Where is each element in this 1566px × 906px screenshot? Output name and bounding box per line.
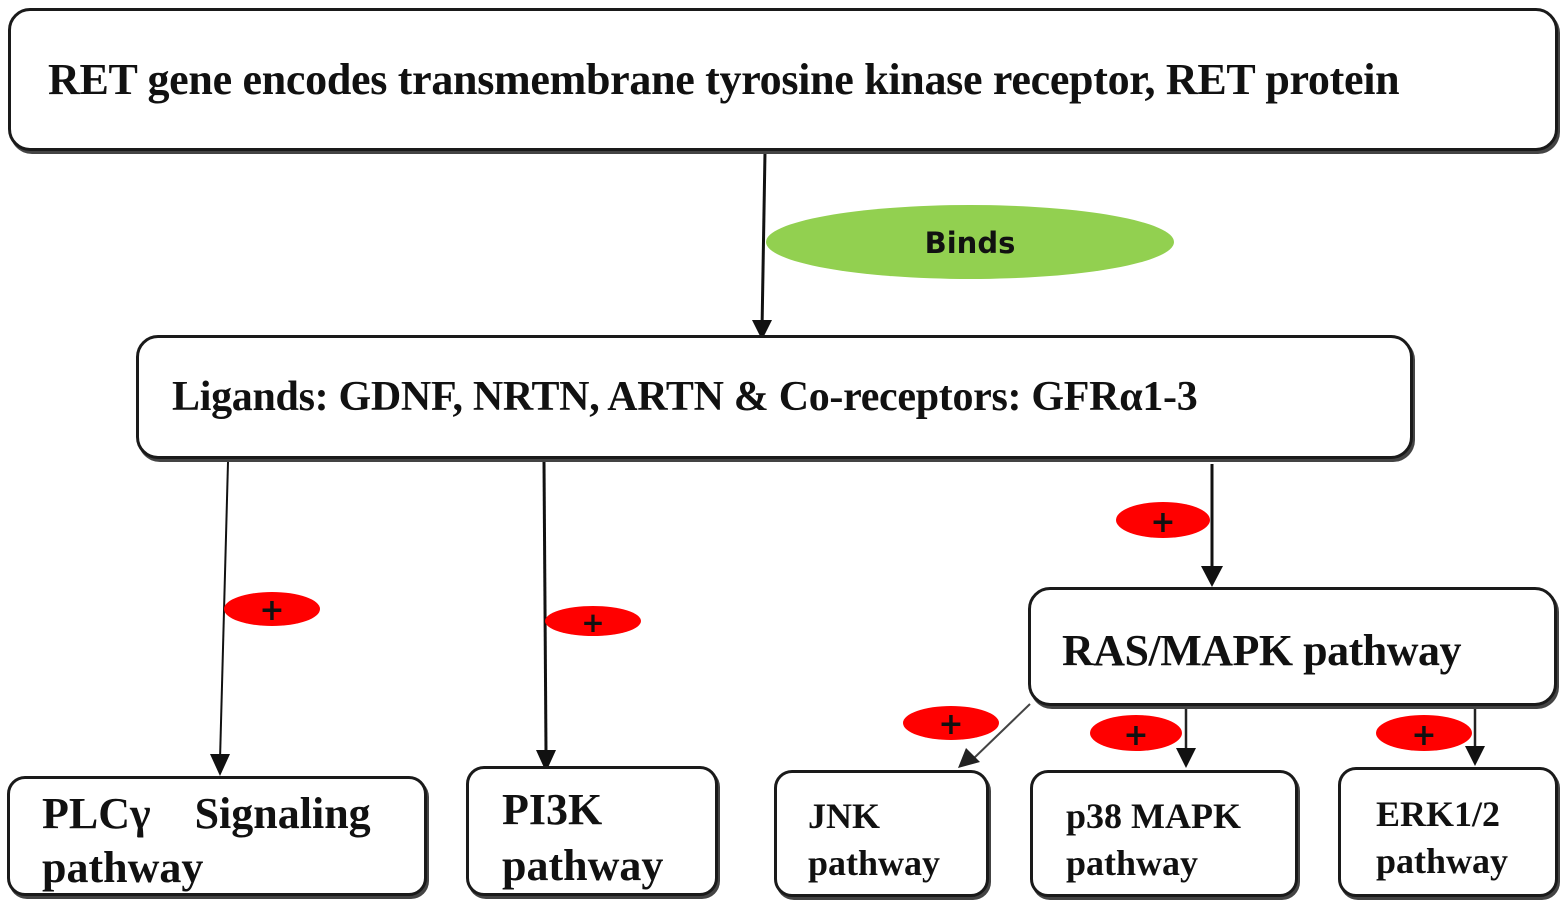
- node-jnk: [774, 770, 989, 897]
- binds-text: Binds: [925, 226, 1016, 260]
- node-p38-mapk: [1030, 770, 1298, 897]
- node-ligands: [136, 335, 1413, 459]
- arrowhead-erk: [1465, 746, 1485, 766]
- node-ligands-label: Ligands: GDNF, NRTN, ARTN & Co-receptors…: [172, 374, 1198, 420]
- node-p38-mapk-line1: p38 MAPK: [1066, 796, 1241, 836]
- arrowhead-jnk: [958, 748, 980, 768]
- node-erk: [1338, 767, 1558, 897]
- activation-badge-erk: +: [1376, 715, 1472, 753]
- activation-badge-pi3k: +: [545, 606, 641, 639]
- node-pi3k-line2: pathway: [502, 841, 664, 890]
- node-plcg-line1: PLCγ Signaling: [42, 789, 371, 838]
- svg-text:+: +: [581, 606, 604, 639]
- activation-badge-plcg: +: [224, 592, 320, 628]
- edge-ret-to-ligands: [760, 151, 767, 331]
- node-ret-gene: [8, 8, 1558, 151]
- node-jnk-line1: JNK: [808, 796, 880, 836]
- arrowhead-p38: [1176, 748, 1196, 768]
- svg-text:+: +: [1123, 718, 1148, 753]
- node-plcg: [7, 776, 427, 896]
- activation-badge-p38: +: [1090, 715, 1182, 753]
- node-erk-line2: pathway: [1376, 841, 1509, 881]
- node-pi3k-line1: PI3K: [502, 785, 603, 834]
- node-jnk-line2: pathway: [808, 843, 941, 883]
- binds-label: Binds: [766, 205, 1174, 279]
- arrowhead-ras-mapk: [1201, 566, 1223, 587]
- svg-text:+: +: [1411, 718, 1436, 753]
- node-p38-mapk-line2: pathway: [1066, 843, 1199, 883]
- edge-ras-to-jnk: [971, 703, 1031, 761]
- arrowhead-pi3k: [536, 750, 556, 772]
- node-erk-line1: ERK1/2: [1376, 794, 1501, 834]
- arrowhead-ligands: [752, 320, 772, 340]
- node-ras-mapk-label: RAS/MAPK pathway: [1062, 626, 1462, 675]
- svg-text:+: +: [938, 707, 963, 742]
- arrowhead-plcg: [210, 754, 230, 776]
- node-pi3k: [466, 766, 718, 896]
- svg-text:+: +: [259, 593, 284, 628]
- edge-ligands-to-plcg: [219, 461, 229, 761]
- svg-text:+: +: [1150, 505, 1175, 540]
- activation-badge-jnk: +: [903, 706, 999, 742]
- activation-badge-ras-mapk: +: [1116, 502, 1210, 540]
- edge-ligands-to-pi3k: [542, 461, 548, 753]
- node-plcg-line2: pathway: [42, 843, 204, 892]
- node-ras-mapk: [1028, 587, 1557, 706]
- node-ret-gene-label: RET gene encodes transmembrane tyrosine …: [48, 55, 1400, 104]
